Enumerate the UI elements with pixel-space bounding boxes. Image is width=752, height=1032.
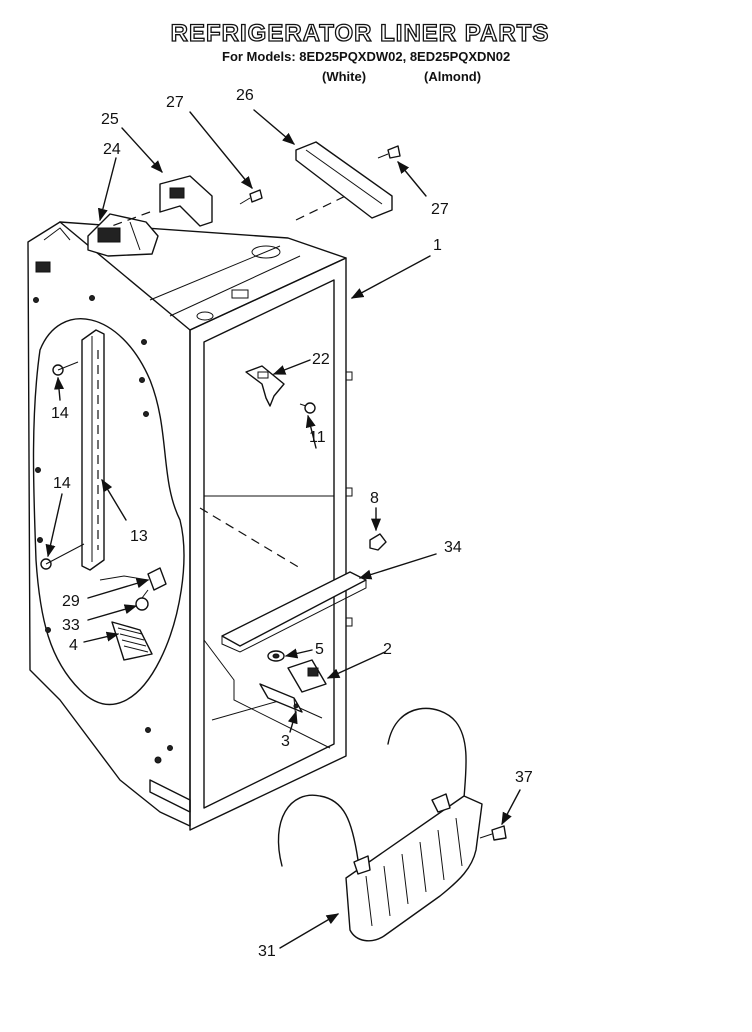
part-37-screw [479,825,507,841]
page-title: REFRIGERATOR LINER PARTS [170,19,550,47]
part-2-switch [287,659,327,693]
leader-14-lower [45,493,63,558]
leader-29 [87,578,150,599]
callout-1: 1 [433,237,442,254]
leader-3 [287,710,298,733]
callout-37: 37 [515,769,533,786]
leader-27-left [189,111,253,189]
leader-33 [87,604,138,621]
leader-11 [305,414,317,449]
air-channel [81,329,105,571]
part-8-clip [369,533,387,551]
part-14-screw-upper [52,361,79,376]
leader-lines [45,109,521,949]
callout-26: 26 [236,87,254,104]
leader-22 [272,359,311,375]
variant-almond: (Almond) [424,69,482,84]
leader-27-right [397,161,427,197]
part-34-shelf-bar [221,571,367,653]
leader-4 [83,631,120,643]
leader-13 [101,478,127,521]
callout-3: 3 [281,733,290,750]
callout-27-left: 27 [166,94,184,111]
leader-25 [121,127,163,173]
leader-31 [279,913,340,949]
part-26-channel [295,141,393,219]
part-27-screw-right [377,145,401,159]
leader-2 [326,651,386,679]
part-33-bulb [135,589,149,611]
part-29-thermostat [99,567,167,591]
callout-13: 13 [130,528,148,545]
callout-31: 31 [258,943,276,960]
callout-labels: 1 2 3 4 5 8 11 13 14 14 22 24 25 26 27 2… [51,87,533,960]
leader-37 [501,789,521,826]
callout-4: 4 [69,637,78,654]
callout-33: 33 [62,617,80,634]
part-25-bracket [111,175,213,227]
part-14-screw-lower [40,543,85,570]
callout-27-right: 27 [431,201,449,218]
callout-2: 2 [383,641,392,658]
part-24-shroud [87,213,159,257]
leader-1 [350,255,431,299]
leader-24 [97,157,117,222]
part-27-screw-left [239,189,263,205]
callout-11: 11 [309,429,326,446]
part-5-grommet [267,650,285,662]
callout-24: 24 [103,141,121,158]
leader-14-upper [54,376,65,401]
part-31-crisper-pan [277,707,483,942]
callout-5: 5 [315,641,324,658]
part-4-grille [111,621,153,661]
callout-29: 29 [62,593,80,610]
callout-22: 22 [312,351,330,368]
callout-14-upper: 14 [51,405,69,422]
liner-cabinet [27,187,363,831]
models-line: For Models: 8ED25PQXDW02, 8ED25PQXDN02 [222,49,511,64]
leader-5 [284,648,313,659]
callout-25: 25 [101,111,119,128]
part-22-bracket [245,365,285,407]
leader-34 [358,553,437,580]
leader-26 [253,109,295,145]
part-11-screw [299,402,316,414]
variant-white: (White) [322,69,367,84]
callout-8: 8 [370,490,379,507]
callout-34: 34 [444,539,462,556]
callout-14-lower: 14 [53,475,71,492]
